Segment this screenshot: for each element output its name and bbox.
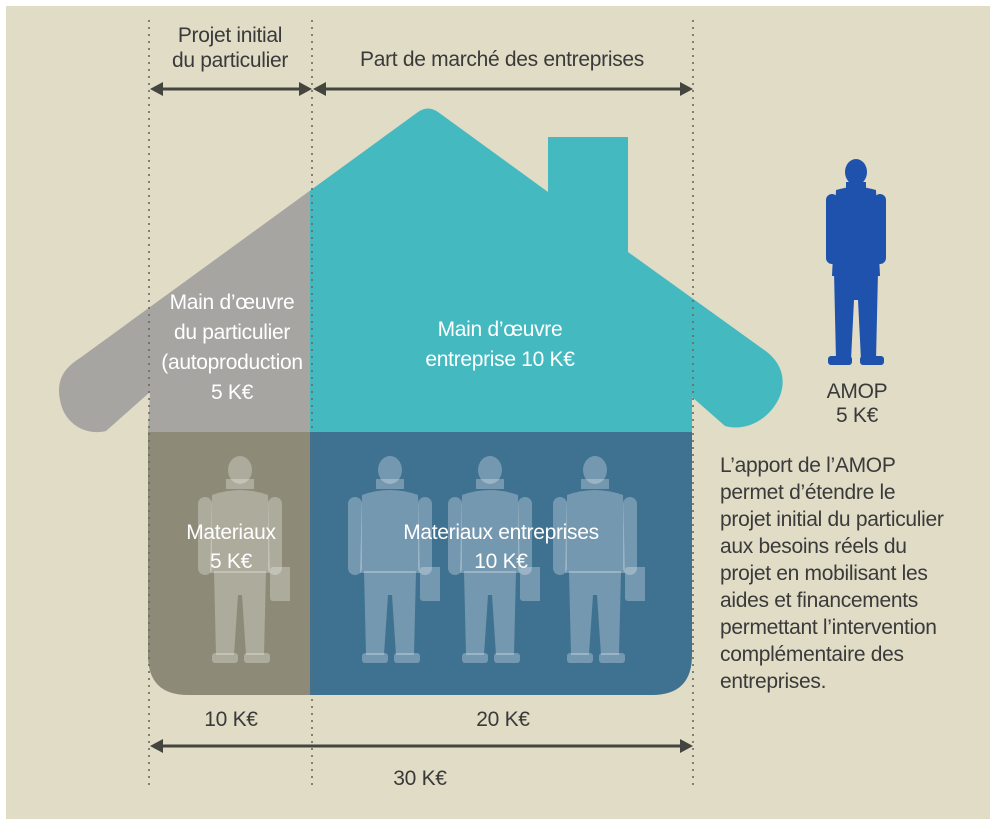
label-part-marche: Part de marché des entreprises [360, 48, 644, 71]
tProjet-line: du particulier [172, 49, 288, 72]
tMatE-line: 10 K€ [474, 550, 528, 573]
tMoE-line: Main d’œuvre [438, 318, 563, 341]
tAmop-line: 5 K€ [836, 404, 879, 427]
tMoP-line: du particulier [174, 321, 290, 344]
label-materiaux: Materiaux 5 K€ [186, 521, 276, 573]
tMat-line: 5 K€ [210, 550, 253, 573]
tAmop-line: AMOP [827, 380, 888, 403]
label-main-oeuvre-particulier: Main d’œuvre du particulier (autoproductio… [161, 291, 302, 404]
guide-lines [148, 20, 694, 790]
total-particulier: 10 K€ [204, 708, 258, 731]
label-main-oeuvre-entreprise: Main d’œuvre entreprise 10 K€ [425, 318, 575, 371]
tMoP-line: Main d’œuvre [170, 291, 295, 314]
tMat-line: Materiaux [186, 521, 276, 544]
tMatE-line: Materiaux entreprises [403, 521, 599, 544]
tMoP-line: (autoproduction [161, 351, 302, 374]
person-icon [826, 159, 886, 365]
tProjet-line: Projet initial [178, 24, 282, 47]
total-global: 30 K€ [393, 767, 447, 790]
amop-explanation: L’apport de l’AMOP permet d’étendre le p… [720, 454, 944, 693]
total-entreprises: 20 K€ [476, 708, 530, 731]
label-materiaux-entreprises: Materiaux entreprises 10 K€ [403, 521, 599, 573]
tMoE-line: entreprise 10 K€ [425, 348, 575, 371]
tMoP-line: 5 K€ [211, 381, 254, 404]
double-arrow-icon [150, 82, 693, 753]
